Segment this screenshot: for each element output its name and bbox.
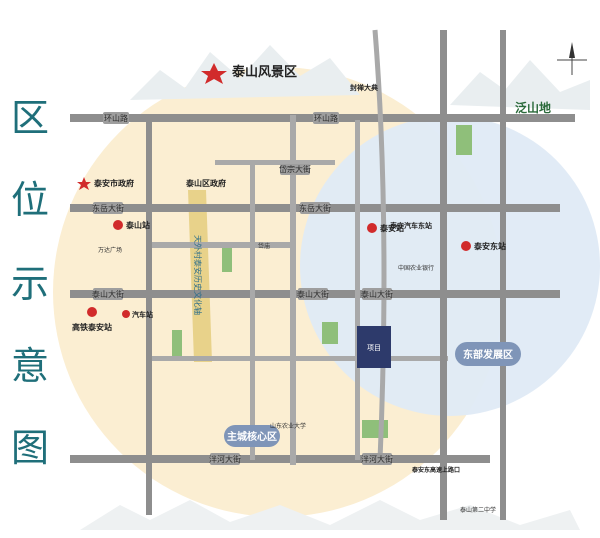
scenic-label: 泰山风景区 (231, 64, 297, 80)
poi-daimiao: 岱庙 (258, 242, 270, 250)
road-label-taishan-e: 泰山大街 (361, 289, 393, 299)
title-char-4: 意 (10, 344, 49, 388)
park-1 (456, 125, 472, 155)
road-label-taishan-w: 泰山大街 (92, 289, 124, 299)
poi-bus-east: 泰安汽车东站 (389, 221, 432, 230)
title-char-3: 示 (10, 262, 49, 306)
poi-school: 泰山第二中学 (460, 506, 496, 514)
mountain-range-east-icon (450, 60, 590, 110)
road-label-bg (103, 112, 129, 124)
east-zone-label: 东部发展区 (463, 348, 513, 361)
road-curve (372, 29, 387, 461)
road-wenhe (70, 455, 490, 463)
poi-bank: 中国农业银行 (398, 264, 434, 272)
east-circle (300, 116, 600, 416)
poi-gov-district: 泰山区政府 (185, 178, 226, 188)
core-zone-label: 主城核心区 (227, 430, 277, 443)
road-label-bg (210, 453, 240, 465)
mountain-bottom-icon (80, 500, 580, 530)
road-label-bg (93, 288, 123, 300)
park-2 (222, 242, 232, 272)
road-label-dongyue-w: 东岳大街 (92, 203, 124, 213)
poi-fengshen: 封禅大典 (350, 83, 378, 92)
poi-wanda: 万达广场 (98, 246, 122, 254)
poi-gov-city: 泰安市政府 (93, 178, 134, 188)
title-char-2: 位 (10, 178, 49, 222)
park-3 (172, 330, 182, 358)
road-v-3 (440, 30, 447, 520)
poi-taian-east: 泰安东站 (473, 241, 506, 251)
poi-sdau: 山东农业大学 (270, 422, 306, 430)
road-label-daizong: 岱宗大街 (279, 164, 311, 174)
compass-icon (557, 42, 587, 75)
scenic-star-icon (201, 63, 227, 84)
road-label-huanshan-e: 环山路 (314, 113, 338, 123)
road-v-2 (290, 115, 296, 465)
bus-icon (122, 310, 130, 318)
culture-axis (188, 190, 212, 362)
park-5 (362, 420, 388, 438)
road-label-bg (362, 453, 392, 465)
road-label-huanshan-w: 环山路 (104, 113, 128, 123)
culture-axis-label: 天外村泰安历史文化轴 (193, 235, 203, 315)
project-marker (357, 326, 391, 368)
poi-taian-station: 泰安站 (379, 223, 404, 233)
park-4 (322, 322, 338, 344)
road-label-bg (313, 112, 339, 124)
station-icon (113, 220, 123, 230)
title-char-5: 图 (10, 426, 49, 470)
road-label-bg (280, 164, 310, 175)
road-minor-2 (148, 356, 448, 361)
poi-hsr-taian: 高铁泰安站 (72, 322, 112, 332)
road-minor-1 (150, 242, 295, 248)
title-char-1: 区 (10, 96, 49, 140)
road-v-5 (250, 160, 255, 460)
east-zone-pill (455, 342, 521, 366)
mountain-range-icon (130, 45, 360, 100)
station-icon (87, 307, 97, 317)
road-label-bg (93, 202, 123, 214)
station-icon (461, 241, 471, 251)
poi-bus: 汽车站 (132, 310, 153, 319)
road-minor-3 (215, 160, 335, 165)
road-label-wenhe: 泮河大街 (209, 454, 241, 464)
road-label-bg (298, 288, 328, 300)
city-gov-star-icon (77, 177, 91, 190)
road-v-4 (500, 30, 506, 520)
poi-east-entry: 泰安东高速上路口 (411, 466, 460, 474)
road-v-1 (146, 115, 152, 515)
road-v-6 (355, 120, 360, 460)
road-label-bg (362, 288, 392, 300)
core-zone-pill (224, 425, 280, 447)
project-label: 项目 (367, 344, 381, 352)
poi-taishan-station: 泰山站 (125, 220, 150, 230)
road-label-taishan-m: 泰山大街 (297, 289, 329, 299)
road-label-bg (300, 202, 330, 214)
road-label-dongyue-e: 东岳大街 (299, 203, 331, 213)
road-label-wenhe-2: 泮河大街 (361, 454, 393, 464)
brand-logo: 泛山地 (515, 100, 551, 115)
station-icon (367, 223, 377, 233)
